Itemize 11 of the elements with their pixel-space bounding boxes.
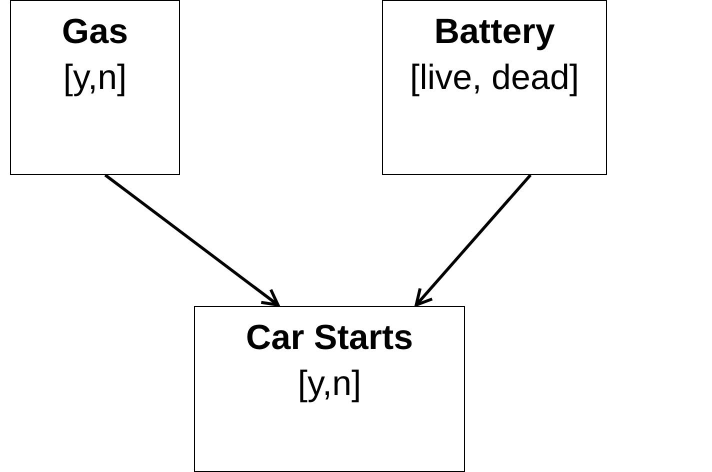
state-box [194,306,465,472]
node-title: Battery [433,11,556,53]
state-values: [live, dead] [408,57,580,99]
state-box [10,0,180,175]
state-values: [y,n] [296,363,362,405]
arrow [414,174,532,306]
state-box [382,0,607,175]
node-title: Car Starts [244,317,414,359]
node-title: Gas [60,11,130,53]
arrow [104,174,280,306]
state-values: [y,n] [62,57,128,99]
